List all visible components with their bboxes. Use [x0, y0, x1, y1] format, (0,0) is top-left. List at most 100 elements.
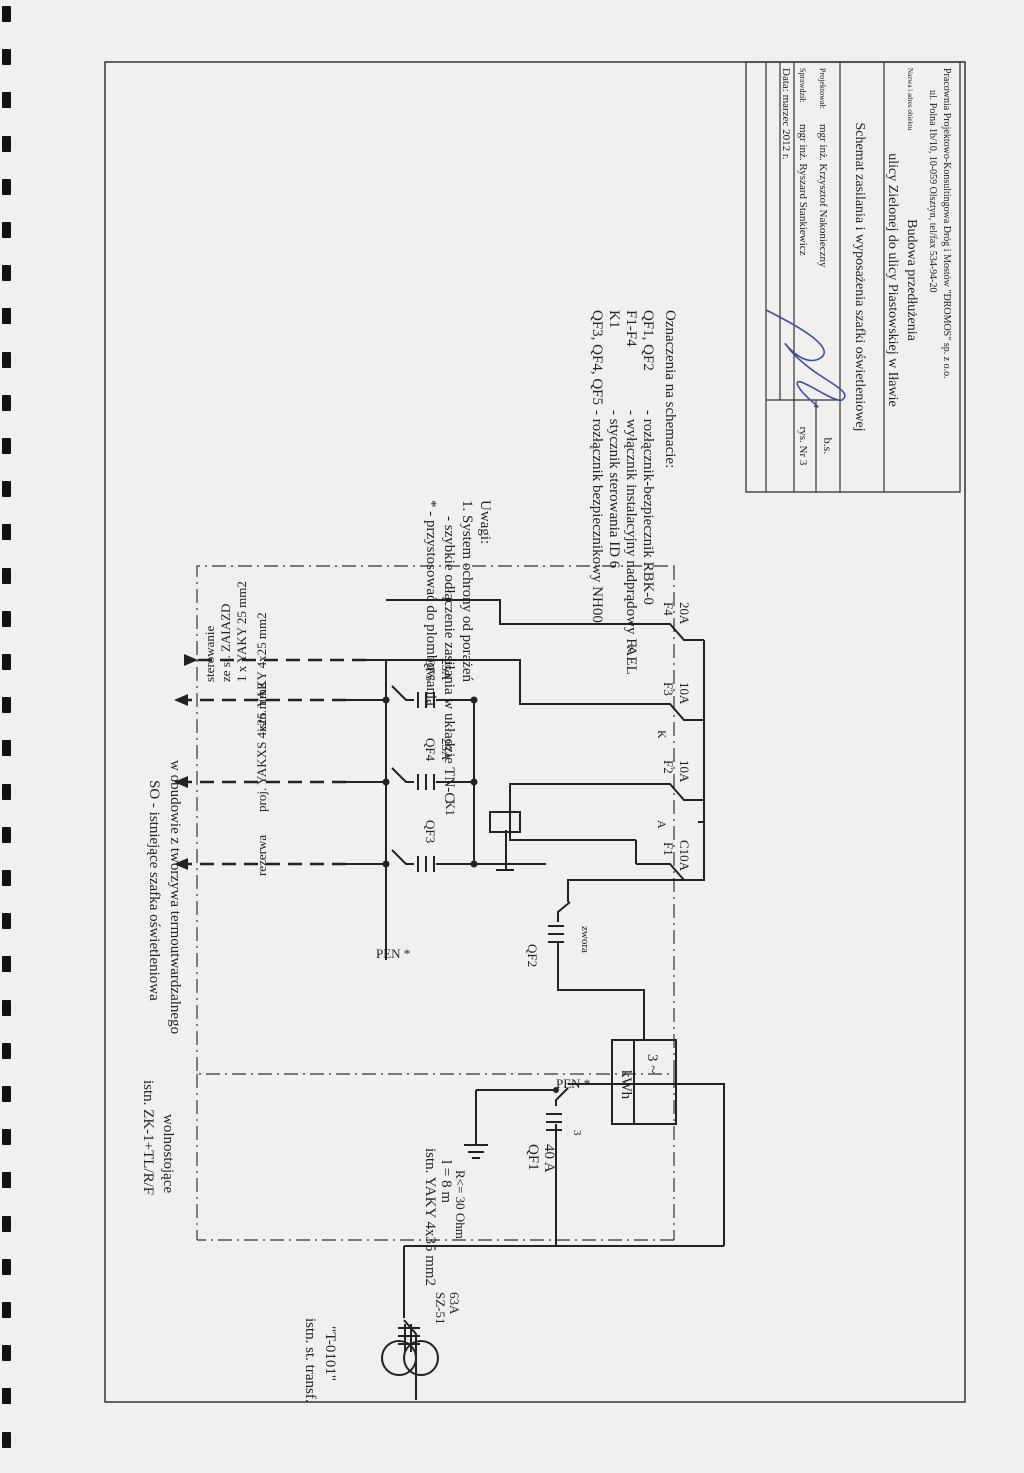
- checker-label: Sprawdził:: [798, 68, 807, 103]
- title-object-line1: Budowa przedłużenia: [904, 219, 919, 341]
- binding-hole: [2, 1172, 11, 1189]
- breaker-f3: F3 10A K: [646, 682, 704, 739]
- transformer-name: "T-0101": [322, 1326, 338, 1381]
- qf4-name: QF4: [423, 738, 438, 762]
- qf4-rating: 25A: [439, 738, 454, 761]
- schematic-rotated-group: Pracownia Projektowo-Konsultingowa Dróg …: [140, 61, 961, 1403]
- fuse-qf3: QF3: [346, 820, 474, 872]
- title-object-label: Nazwa i adres obiektu: [906, 68, 914, 131]
- f1-tag: A: [655, 820, 669, 829]
- output-rezerwa-label: rezerwa: [254, 835, 269, 876]
- binding-hole: [2, 654, 11, 670]
- qf2-label: QF2: [525, 944, 540, 967]
- designer-name: mgr inż. Krzysztof Nakonieczny: [817, 124, 829, 268]
- f2-rating: 10A: [677, 760, 692, 783]
- binding-hole: [2, 1388, 11, 1405]
- binding-hole: [2, 1258, 11, 1275]
- binding-holes: [0, 0, 16, 1473]
- output-istn-label: istn. YAKY 4x25 mm2: [254, 612, 269, 732]
- binding-hole: [2, 92, 11, 109]
- qf1-switch-blade: [555, 1087, 569, 1106]
- binding-hole: [2, 265, 11, 282]
- title-drawing-number: rys. Nr 3: [797, 427, 809, 466]
- k1-coil: [489, 811, 521, 833]
- qf2-fuse-symbol: [548, 925, 564, 943]
- f3-tag: K: [655, 730, 669, 739]
- binding-hole: [2, 178, 11, 195]
- f4-tag: K: [625, 644, 639, 653]
- binding-hole: [2, 351, 11, 368]
- title-scale: b.s.: [821, 438, 835, 455]
- checker-name: mgr inż. Ryszard Stankiewicz: [797, 124, 809, 256]
- notes-title: Uwagi:: [477, 500, 493, 544]
- f3-name: F3: [661, 682, 676, 696]
- qf5-name: QF5: [423, 658, 438, 681]
- binding-hole: [2, 1129, 11, 1146]
- designer-label: Projektował:: [818, 68, 827, 109]
- qf3-label: QF3: [423, 820, 438, 843]
- pen2-label: PEN *: [376, 946, 410, 961]
- binding-hole: [2, 610, 11, 627]
- title-company: Pracownia Projektowo-Konsultingowa Dróg …: [941, 68, 952, 379]
- f4-name: F4: [661, 602, 676, 616]
- arrow-rezerwa: [174, 858, 188, 870]
- binding-hole: [2, 524, 11, 541]
- binding-hole: [2, 1431, 11, 1448]
- qf1-poles: 3: [571, 1130, 583, 1136]
- transformer-label: istn. st. transf.: [302, 1318, 318, 1403]
- binding-hole: [2, 394, 11, 411]
- title-address: ul. Polna 1b/10, 10-059 Olsztyn, tel/fax…: [927, 90, 938, 292]
- binding-hole: [2, 956, 11, 973]
- sz51-fuse-symbol: [398, 1324, 420, 1352]
- title-drawing-title: Schemat zasilania i wyposażenia szafki o…: [852, 122, 867, 431]
- qf1-name: QF1: [525, 1144, 541, 1171]
- title-date: Data: marzec 2012 r.: [780, 68, 792, 160]
- binding-hole: [2, 870, 11, 886]
- qf5-rating: 25A: [439, 658, 454, 681]
- binding-hole: [2, 135, 11, 152]
- title-object-line2: ulicy Zielonej do ulicy Piastowskiej w I…: [885, 153, 900, 407]
- binding-hole: [2, 6, 11, 22]
- cable-in-line2: l = 8 m: [438, 1160, 454, 1203]
- meter-phase: 3 ~: [644, 1054, 660, 1073]
- binding-hole: [2, 567, 11, 584]
- legend-desc-3: - stycznik sterowania ID 6: [606, 410, 622, 569]
- notes-line1: 1. System ochrony od porażeń: [459, 500, 475, 683]
- ground-label: R<= 30 Ohm: [453, 1170, 468, 1239]
- f3-rating: 10A: [677, 682, 692, 705]
- binding-hole: [2, 999, 11, 1016]
- arrow-control: [184, 654, 198, 666]
- meter-to-qf2: [557, 942, 645, 1040]
- legend-desc-4: - rozłącznik bezpiecznikowy NH00: [589, 410, 605, 623]
- binding-hole: [2, 438, 11, 454]
- binding-hole: [2, 1215, 11, 1232]
- legend-title: Oznaczenia na schemacie:: [662, 310, 678, 468]
- legend: Oznaczenia na schemacie: QF1, QF2 F1-F4 …: [589, 310, 678, 675]
- arrow-proj: [174, 776, 188, 788]
- binding-hole: [2, 913, 11, 930]
- zk-label-line2: wolnostojące: [160, 1114, 176, 1193]
- sheet-frame: [104, 61, 966, 1403]
- ground-symbol: [464, 1090, 488, 1159]
- legend-code-4: QF3, QF4, QF5: [589, 310, 605, 405]
- cable-in-line1: istn. YAKY 4x35 mm2: [422, 1148, 438, 1286]
- sz51-feeder: [403, 1319, 417, 1400]
- kwh-meter: 3 ~ kWh: [611, 1039, 677, 1125]
- zk-label-line1: istn. ZK-1+TL/R/F: [140, 1080, 156, 1195]
- binding-hole: [2, 49, 11, 66]
- breaker-f4: F4 20A K: [625, 602, 704, 653]
- binding-hole: [2, 1345, 11, 1362]
- meter-unit: kWh: [618, 1070, 634, 1100]
- binding-hole: [2, 783, 11, 800]
- so-label-line1: SO - istniejące szafka oświetleniowa: [146, 780, 162, 1001]
- arrow-istn: [174, 694, 188, 706]
- legend-code-2: F1-F4: [623, 310, 639, 347]
- binding-hole: [2, 1086, 11, 1102]
- output-proj-label: proj. YAKXS 4x25 mm2: [254, 682, 269, 812]
- binding-hole: [2, 740, 11, 757]
- binding-hole: [2, 826, 11, 843]
- legend-code-3: K1: [606, 310, 622, 328]
- sz51-name: SZ-51: [433, 1292, 448, 1325]
